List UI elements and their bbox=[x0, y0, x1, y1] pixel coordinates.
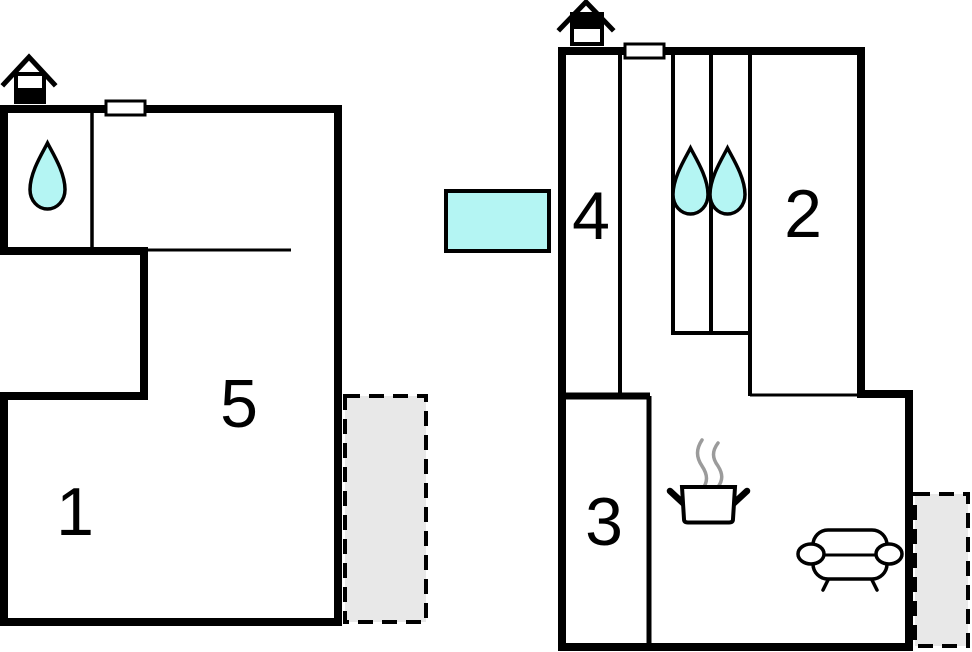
left-building bbox=[0, 99, 342, 626]
window bbox=[623, 42, 666, 60]
room-4-label: 4 bbox=[572, 178, 610, 254]
terrace-left bbox=[343, 394, 428, 624]
steam-lines bbox=[695, 438, 724, 492]
terrace-right bbox=[913, 492, 970, 648]
room-3-label: 3 bbox=[585, 484, 623, 560]
right-building bbox=[558, 42, 913, 651]
water-drop-icon bbox=[708, 144, 747, 216]
chimney-icon bbox=[556, 0, 616, 46]
pot-body bbox=[679, 485, 738, 525]
window bbox=[104, 99, 147, 117]
water-drop-icon bbox=[671, 144, 710, 216]
room-5-label: 5 bbox=[220, 366, 258, 442]
room-1-label: 1 bbox=[56, 474, 94, 550]
pool bbox=[444, 189, 551, 253]
room-2-label: 2 bbox=[784, 176, 822, 252]
water-drop-icon bbox=[28, 139, 67, 211]
sofa-icon bbox=[796, 528, 904, 592]
left-building-outer-walls bbox=[0, 105, 342, 626]
stove-pot-icon bbox=[666, 438, 751, 525]
chimney-icon bbox=[0, 53, 58, 104]
